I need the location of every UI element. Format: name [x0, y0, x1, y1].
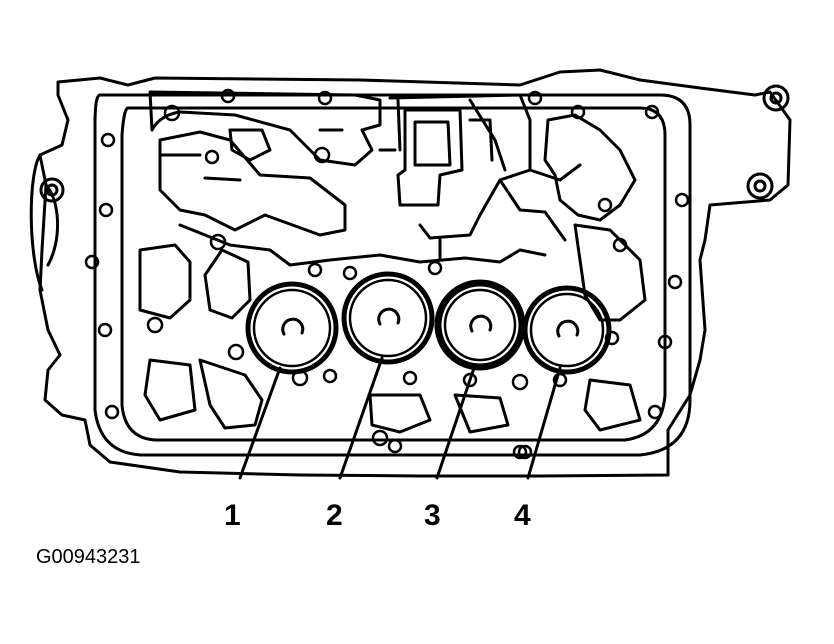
solenoid-block-inner — [413, 120, 452, 167]
valve-body-channel-f — [573, 223, 647, 322]
case-bolt-left — [39, 177, 65, 203]
valve-body-channel-a — [158, 130, 347, 237]
valve-body-bolt-holes — [146, 104, 628, 460]
leader-line-2 — [338, 356, 384, 480]
solenoid-block — [396, 108, 464, 207]
leader-line-4 — [526, 366, 562, 480]
seal-1 — [245, 281, 339, 375]
callout-2: 2 — [326, 499, 343, 532]
case-bolt-top-right — [762, 84, 790, 112]
callout-1: 1 — [224, 499, 241, 532]
seal-4 — [522, 285, 612, 375]
seal-2 — [341, 271, 435, 365]
valve-body-channel-d — [203, 248, 252, 320]
leader-lines — [238, 356, 562, 480]
leader-line-3 — [435, 363, 477, 480]
valve-body-channel-b — [178, 223, 547, 267]
valve-body-channel-c — [138, 243, 192, 320]
flange-bolt-holes — [84, 88, 690, 460]
callout-3: 3 — [424, 499, 441, 532]
valve-body-lower — [143, 358, 642, 434]
valve-body-channel-g — [158, 128, 344, 182]
case-bolt-top-right-inner — [769, 91, 783, 105]
figure-code: G00943231 — [36, 546, 141, 568]
leader-line-1 — [238, 366, 282, 480]
case-left-lobe — [29, 153, 59, 292]
case-bolt-right-inner — [753, 179, 767, 193]
pan-flange-outer — [93, 93, 692, 457]
valve-body-channel-e — [543, 113, 637, 222]
case-bolt-left-inner — [45, 183, 59, 197]
seal-3 — [434, 279, 526, 371]
callout-4: 4 — [514, 499, 531, 532]
pan-flange-inner — [120, 106, 667, 442]
case-bolt-right — [746, 172, 774, 200]
case-outline — [38, 68, 792, 478]
hydraulic-tubes — [378, 93, 582, 262]
